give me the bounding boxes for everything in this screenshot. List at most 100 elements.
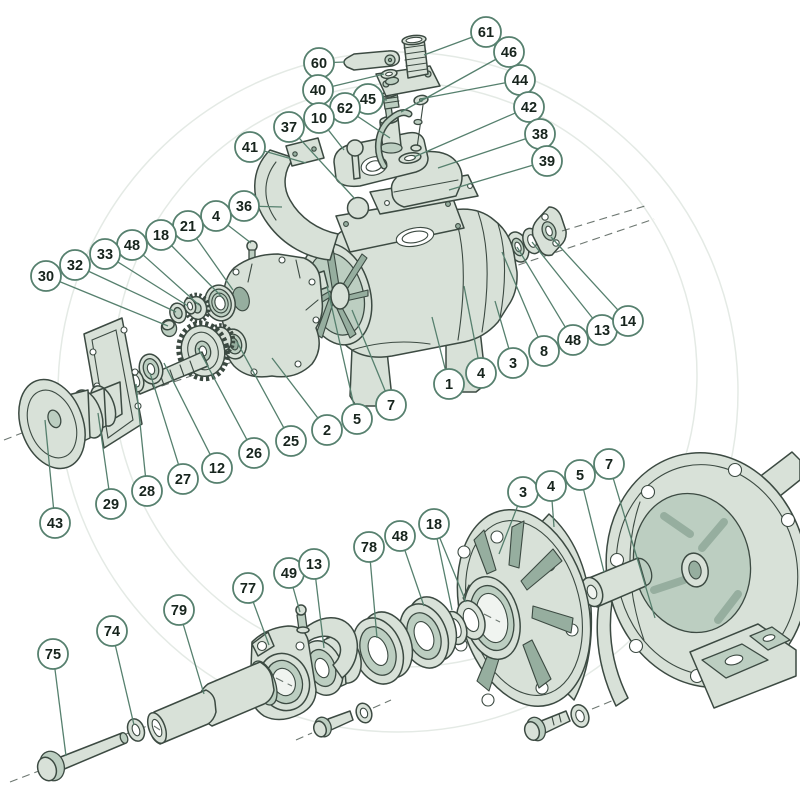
leader-line-48 [516, 246, 566, 328]
callout-circle-7 [593, 448, 625, 480]
callout-number-78: 78 [361, 540, 377, 556]
callout-number-60: 60 [311, 56, 327, 72]
callout-38: 38 [437, 118, 556, 169]
callout-number-75: 75 [45, 647, 61, 663]
primer-rod-44 [416, 104, 424, 149]
leader-line-7 [612, 478, 656, 619]
callout-48: 48 [516, 246, 589, 356]
callout-number-61: 61 [478, 25, 494, 41]
callout-number-28: 28 [139, 484, 155, 500]
callout-3: 3 [494, 300, 529, 379]
callout-circle-2 [311, 414, 343, 446]
callout-48: 48 [116, 229, 200, 306]
ball-bearing [204, 284, 236, 322]
discharge-elbow [254, 137, 339, 261]
vent-ball [346, 196, 370, 220]
callout-number-4: 4 [547, 479, 555, 495]
callout-number-49: 49 [281, 566, 297, 582]
callout-33: 33 [89, 238, 189, 307]
callout-number-1: 1 [445, 377, 453, 393]
callout-number-2: 2 [323, 423, 331, 439]
leader-line-42 [413, 112, 516, 158]
leader-line-13 [315, 579, 325, 649]
callout-number-45: 45 [360, 92, 376, 108]
callout-circle-61 [470, 16, 502, 48]
callout-circle-8 [528, 335, 560, 367]
callout-number-18: 18 [426, 517, 442, 533]
callout-5: 5 [564, 459, 605, 573]
callout-number-33: 33 [97, 247, 113, 263]
leader-line-75 [54, 669, 67, 757]
leader-line-29 [97, 412, 110, 489]
callout-number-4: 4 [477, 366, 485, 382]
callout-circle-25 [275, 425, 307, 457]
callout-circle-4 [200, 200, 232, 232]
bearing-ring-78 [351, 611, 414, 685]
callout-61: 61 [423, 16, 502, 56]
callout-circle-13 [298, 548, 330, 580]
elbow-flange [285, 137, 325, 167]
callout-circle-4 [465, 357, 497, 389]
callout-number-27: 27 [175, 472, 191, 488]
callout-25: 25 [236, 341, 307, 457]
callout-circle-10 [303, 102, 335, 134]
drive-coupling [3, 378, 123, 470]
callout-number-44: 44 [512, 73, 528, 89]
callout-circle-29 [95, 488, 127, 520]
callout-number-30: 30 [38, 269, 54, 285]
callout-number-48: 48 [124, 238, 140, 254]
callout-circle-4 [535, 470, 567, 502]
callout-37: 37 [273, 111, 356, 200]
callout-circle-5 [341, 403, 373, 435]
leader-line-3 [498, 506, 519, 555]
callout-12: 12 [163, 362, 233, 484]
callout-circle-41 [234, 131, 266, 163]
callout-number-5: 5 [353, 412, 361, 428]
callout-circle-39 [531, 145, 563, 177]
leader-line-48 [143, 254, 200, 306]
callout-7: 7 [593, 448, 656, 619]
leader-line-40 [332, 73, 385, 87]
callout-79: 79 [163, 594, 205, 695]
callout-28: 28 [131, 383, 163, 507]
leader-line-18 [171, 245, 223, 298]
callout-4: 4 [535, 470, 567, 528]
leader-line-39 [448, 164, 533, 191]
callout-number-37: 37 [281, 120, 297, 136]
callout-number-29: 29 [103, 497, 119, 513]
bolt-washer-set-a [295, 699, 392, 741]
leader-line-43 [44, 419, 55, 508]
callout-14: 14 [550, 236, 644, 337]
callout-43: 43 [39, 419, 71, 539]
callout-48: 48 [384, 520, 425, 607]
leader-line-28 [135, 383, 147, 476]
callout-number-18: 18 [153, 228, 169, 244]
hook-arm [296, 617, 359, 679]
callout-circle-12 [201, 452, 233, 484]
callout-circle-32 [59, 249, 91, 281]
callout-13: 13 [531, 241, 618, 346]
callout-circle-28 [131, 475, 163, 507]
callout-circle-1 [433, 368, 465, 400]
leader-line-1 [431, 316, 446, 370]
leader-line-74 [114, 645, 135, 726]
callout-number-36: 36 [236, 199, 252, 215]
callout-number-13: 13 [594, 323, 610, 339]
shaft-sleeve [146, 660, 278, 745]
callout-number-48: 48 [392, 529, 408, 545]
grease-fitting-49 [295, 604, 310, 634]
strainer-fitting-group [343, 34, 441, 97]
callout-78: 78 [353, 531, 385, 639]
leader-line-26 [197, 347, 248, 440]
leader-line-8 [501, 251, 539, 337]
callout-number-41: 41 [242, 140, 258, 156]
callout-number-32: 32 [67, 258, 83, 274]
callout-62: 62 [329, 92, 391, 139]
long-bolt-75 [36, 732, 129, 782]
callout-circle-42 [513, 91, 545, 123]
lower-assembly [9, 451, 800, 783]
callout-3: 3 [498, 476, 539, 555]
leader-line-27 [149, 372, 180, 465]
callout-4: 4 [200, 200, 252, 244]
leader-line-4 [227, 224, 252, 244]
